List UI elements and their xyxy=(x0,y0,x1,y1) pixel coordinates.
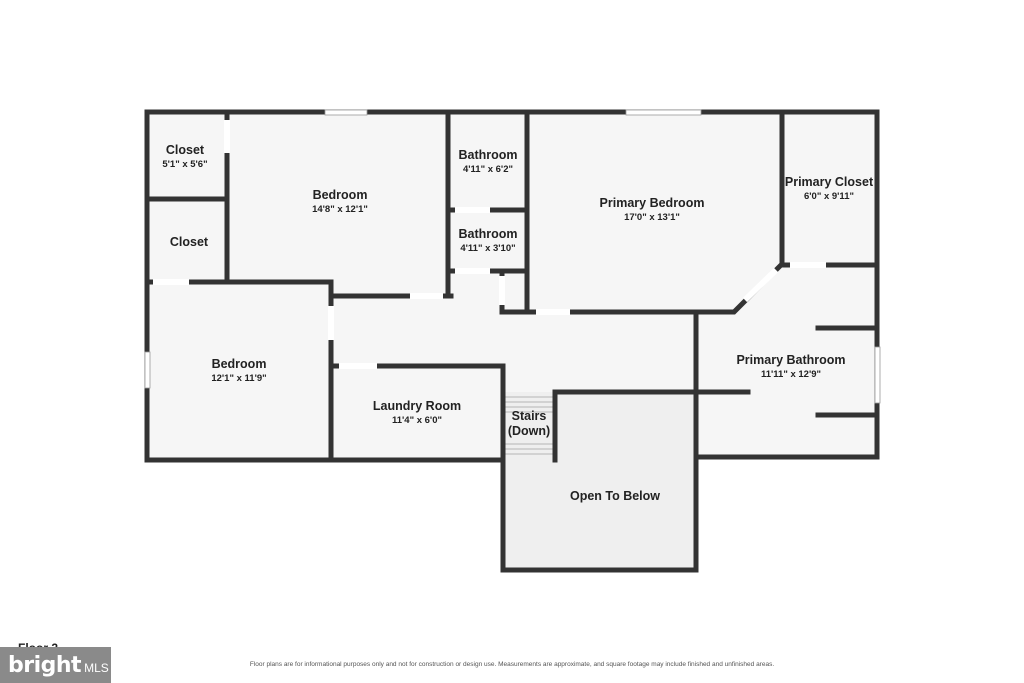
open-to-below-area xyxy=(503,392,696,570)
open-to-below-name: Open To Below xyxy=(570,489,660,503)
windows xyxy=(144,109,881,404)
primary-bedroom-dims: 17'0" x 13'1" xyxy=(624,212,680,223)
stairs-direction: (Down) xyxy=(508,424,550,438)
stairs-name: Stairs xyxy=(512,409,547,423)
bedroom-lower-dims: 12'1" x 11'9" xyxy=(211,373,266,384)
laundry-room-name: Laundry Room xyxy=(373,399,461,413)
primary-closet-dims: 6'0" x 9'11" xyxy=(804,191,854,202)
bathroom-upper-dims: 4'11" x 6'2" xyxy=(463,164,513,175)
bathroom-lower-name: Bathroom xyxy=(458,227,517,241)
primary-bathroom-name: Primary Bathroom xyxy=(736,353,845,367)
primary-bedroom-name: Primary Bedroom xyxy=(600,196,705,210)
primary-closet-name: Primary Closet xyxy=(785,175,874,189)
bathroom-upper-name: Bathroom xyxy=(458,148,517,162)
primary-bathroom-dims: 11'11" x 12'9" xyxy=(761,369,821,380)
bathroom-lower-dims: 4'11" x 3'10" xyxy=(460,243,515,254)
door-openings xyxy=(153,120,826,369)
stairs-treads xyxy=(505,396,553,455)
bright-mls-logo: bright MLS xyxy=(0,647,111,683)
logo-brand-text: bright xyxy=(8,652,82,678)
bedroom-upper-name: Bedroom xyxy=(313,188,368,202)
disclaimer-text: Floor plans are for informational purpos… xyxy=(249,661,775,668)
closet-mid-name: Closet xyxy=(170,235,209,249)
laundry-room-dims: 11'4" x 6'0" xyxy=(392,415,442,426)
logo-mls-text: MLS xyxy=(84,661,109,675)
closet-top-dims: 5'1" x 5'6" xyxy=(162,159,207,170)
walls xyxy=(144,109,880,573)
bedroom-lower-name: Bedroom xyxy=(212,357,267,371)
bedroom-upper-dims: 14'8" x 12'1" xyxy=(312,204,368,215)
closet-top-name: Closet xyxy=(166,143,205,157)
